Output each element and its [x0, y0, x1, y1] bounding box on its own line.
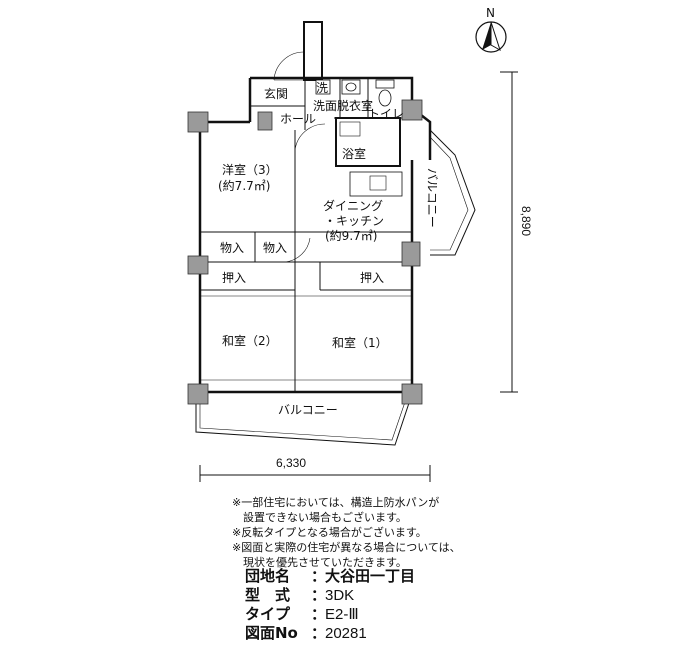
note-line: 現状を優先させていただきます。 — [243, 556, 407, 569]
width-dimension-label: 6,330 — [276, 456, 306, 470]
north-label: N — [486, 6, 495, 20]
info-row-type: 型 式：3DK — [245, 586, 355, 604]
room-area-youshitsu: (約7.7㎡) — [218, 178, 270, 193]
floor-plan: N — [187, 6, 533, 482]
room-label-washitsu-2: 和室（2） — [222, 333, 278, 348]
washbasin-icon — [341, 79, 361, 95]
note-line: ※一部住宅においては、構造上防水パンが — [232, 496, 440, 509]
room-label-bath: 浴室 — [342, 146, 366, 161]
room-label-bottom-balcony: バルコニー — [278, 403, 338, 417]
height-dimension-label: 8,890 — [519, 206, 533, 236]
room-label-oshiire-2: 押入 — [360, 271, 384, 285]
notes-block: ※一部住宅においては、構造上防水パンが 設置できない場合もございます。 ※反転タ… — [232, 495, 461, 570]
room-label-side-balcony: バルコニー — [425, 168, 439, 228]
room-label-hall: ホール — [280, 112, 316, 126]
room-label-washitsu-1: 和室（1） — [332, 335, 388, 350]
washer-icon — [315, 79, 331, 95]
room-label-oshiire-1: 押入 — [222, 271, 246, 285]
note-line: 設置できない場合もございます。 — [243, 511, 407, 524]
north-compass-icon — [475, 21, 507, 53]
info-row-drawing: 図面No：20281 — [245, 624, 367, 642]
room-label-kitchen: ・キッチン — [324, 214, 384, 228]
room-area-dk: (約9.7㎡) — [325, 228, 377, 243]
room-label-monoire-2: 物入 — [263, 241, 287, 255]
room-label-monoire-1: 物入 — [220, 241, 244, 255]
note-line: ※反転タイプとなる場合がございます。 — [232, 526, 427, 539]
room-label-senmen: 洗面脱衣室 — [313, 98, 373, 113]
height-dimension — [500, 71, 518, 393]
room-label-youshitsu: 洋室（3） — [222, 162, 278, 177]
info-row-complex: 団地名：大谷田一丁目 — [245, 567, 416, 585]
room-label-toilet: トイレ — [368, 107, 404, 121]
room-label-genkan: 玄関 — [264, 86, 288, 101]
info-row-subtype: タイプ：E2-Ⅲ — [245, 605, 359, 623]
entrance-stair — [273, 21, 323, 81]
unit-info: 団地名：大谷田一丁目 型 式：3DK タイプ：E2-Ⅲ 図面No：20281 — [245, 567, 415, 643]
room-label-dining: ダイニング — [323, 198, 383, 213]
room-label-sen: 洗 — [316, 81, 328, 95]
note-line: ※図面と実際の住宅が異なる場合については、 — [232, 541, 461, 554]
width-dimension — [199, 465, 431, 482]
toilet-icon — [375, 79, 395, 107]
